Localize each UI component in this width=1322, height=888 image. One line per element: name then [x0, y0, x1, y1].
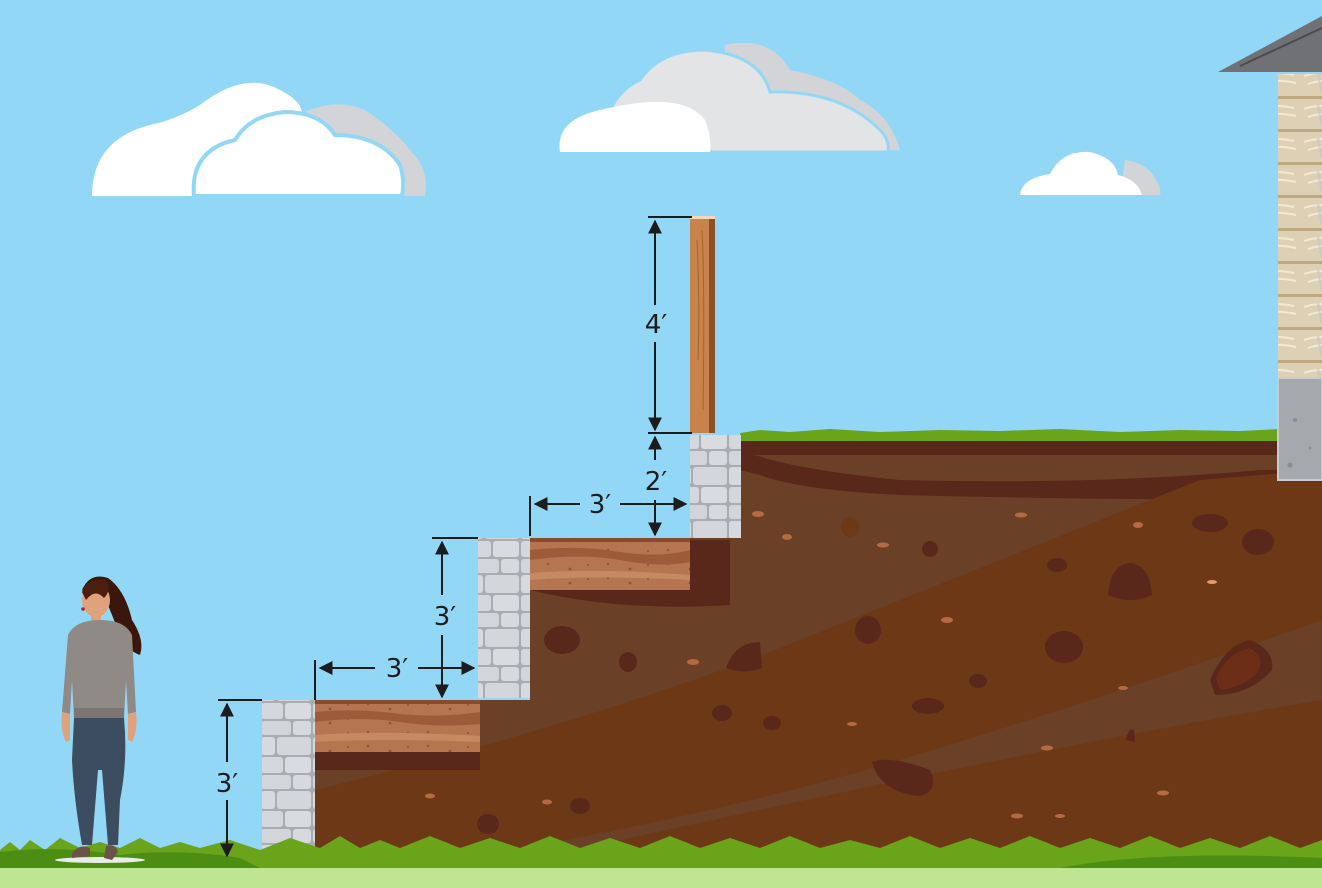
middle-wall-height-label: 3′: [434, 602, 457, 632]
ground-grass: [0, 836, 1322, 888]
upper-terrace-depth-label: 3′: [589, 490, 612, 520]
lower-terrace-depth-label: 3′: [386, 654, 409, 684]
wooden-fence-post: [690, 216, 715, 433]
middle-stone-wall: [478, 538, 530, 698]
upper-wall-height-label: 2′: [645, 467, 668, 497]
fence-post-height-label: 4′: [645, 310, 668, 340]
upper-lawn-grass: [740, 429, 1280, 441]
upper-terrace-bed: [530, 538, 690, 590]
rocks: [477, 514, 1274, 834]
house-siding-corner: [1218, 16, 1322, 481]
lower-terrace-bed: [315, 700, 480, 752]
cloud-right: [1020, 151, 1161, 195]
pebbles: [425, 511, 1217, 819]
cloud-center: [559, 42, 900, 154]
lower-stone-wall: [262, 700, 315, 852]
woman-standing: [55, 576, 145, 863]
upper-stone-wall: [690, 435, 741, 538]
ground-strip: [0, 868, 1322, 888]
dimension-lines: [218, 216, 692, 858]
lower-wall-height-label: 3′: [216, 769, 239, 799]
cloud-left: [92, 82, 426, 198]
